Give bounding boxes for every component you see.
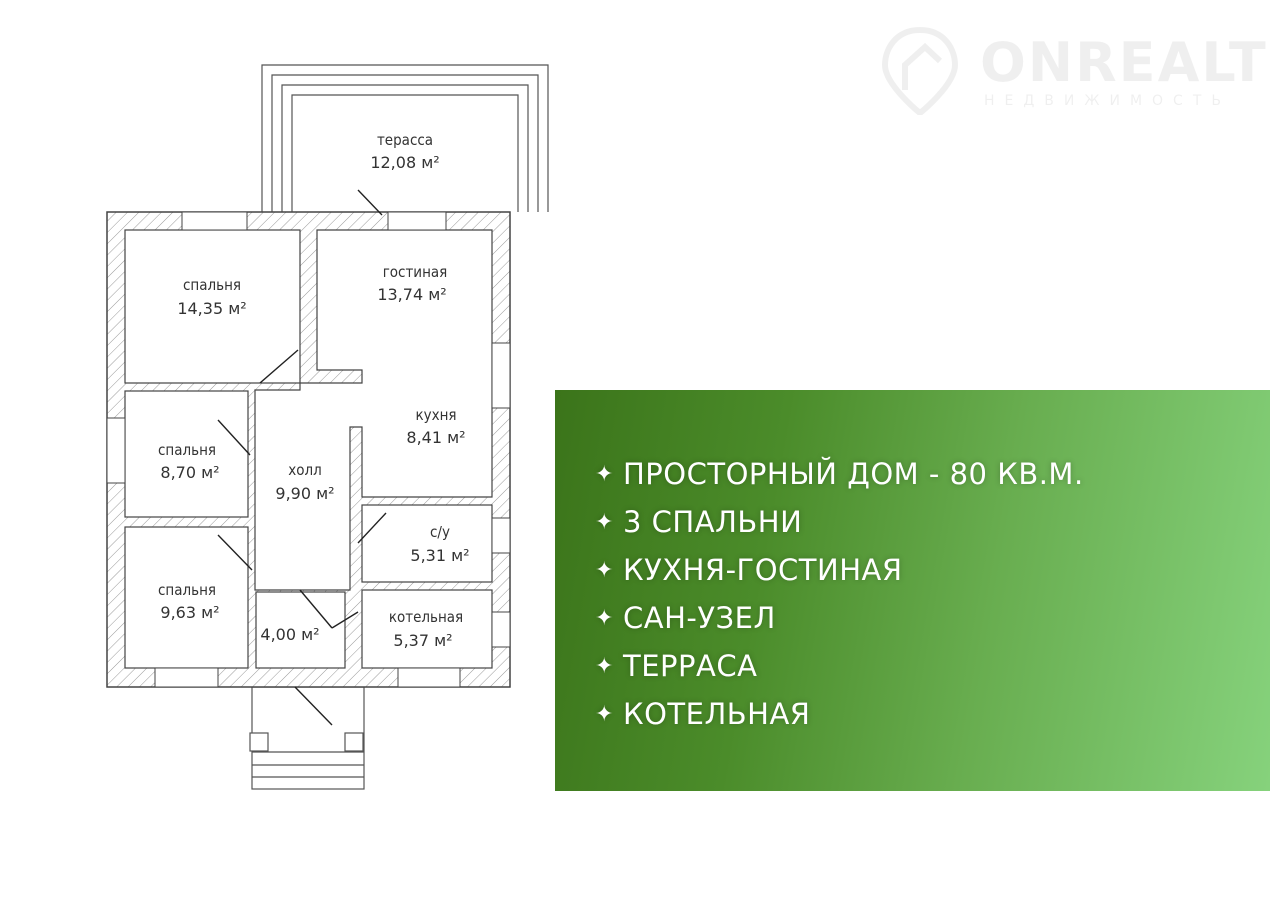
feature-text: 3 СПАЛЬНИ: [623, 505, 803, 539]
room-area-boiler: 5,37 м²: [393, 631, 452, 650]
room-label-bedroom-2: спальня: [158, 441, 216, 459]
star-icon: ✦: [595, 509, 614, 535]
floor-plan: терасса 12,08 м² спальня 14,35 м² гостин…: [106, 64, 549, 790]
terrace: [261, 64, 549, 212]
feature-item: ✦ КОТЕЛЬНАЯ: [595, 690, 1084, 738]
room-label-bedroom-3: спальня: [158, 581, 216, 599]
feature-item: ✦ ПРОСТОРНЫЙ ДОМ - 80 КВ.М.: [595, 450, 1084, 498]
features-list: ✦ ПРОСТОРНЫЙ ДОМ - 80 КВ.М. ✦ 3 СПАЛЬНИ ✦ К…: [595, 450, 1084, 738]
room-label-kitchen: кухня: [415, 406, 456, 424]
room-interiors: [124, 229, 493, 669]
feature-text: КУХНЯ-ГОСТИНАЯ: [623, 553, 903, 587]
feature-item: ✦ КУХНЯ-ГОСТИНАЯ: [595, 546, 1084, 594]
room-area-bedroom-1: 14,35 м²: [177, 299, 246, 318]
room-label-hall: холл: [288, 461, 322, 479]
room-area-terrace: 12,08 м²: [370, 153, 439, 172]
onrealt-logo: ONREALT НЕДВИЖИМОСТЬ: [880, 25, 1266, 115]
logo-name: ONREALT: [980, 31, 1268, 94]
room-area-kitchen: 8,41 м²: [406, 428, 465, 447]
room-area-bathroom: 5,31 м²: [410, 546, 469, 565]
feature-item: ✦ САН-УЗЕЛ: [595, 594, 1084, 642]
room-area-hall: 9,90 м²: [275, 484, 334, 503]
feature-text: ПРОСТОРНЫЙ ДОМ - 80 КВ.М.: [623, 457, 1084, 491]
star-icon: ✦: [595, 605, 614, 631]
room-label-bedroom-1: спальня: [183, 276, 241, 294]
star-icon: ✦: [595, 653, 614, 679]
room-label-terrace: терасса: [377, 131, 433, 149]
feature-text: ТЕРРАСА: [623, 649, 758, 683]
room-label-bathroom: с/у: [430, 523, 450, 541]
room-label-living: гостиная: [383, 263, 448, 281]
room-area-living: 13,74 м²: [377, 285, 446, 304]
house-pin-icon: [881, 26, 959, 115]
star-icon: ✦: [595, 461, 614, 487]
feature-text: КОТЕЛЬНАЯ: [623, 697, 811, 731]
logo-subtitle: НЕДВИЖИМОСТЬ: [984, 93, 1231, 109]
features-panel: ✦ ПРОСТОРНЫЙ ДОМ - 80 КВ.М. ✦ 3 СПАЛЬНИ ✦ К…: [555, 390, 1270, 791]
room-area-bedroom-3: 9,63 м²: [160, 603, 219, 622]
room-label-boiler: котельная: [389, 608, 463, 626]
room-area-bedroom-2: 8,70 м²: [160, 463, 219, 482]
star-icon: ✦: [595, 701, 614, 727]
porch: [249, 686, 365, 790]
star-icon: ✦: [595, 557, 614, 583]
room-area-vestibule: 4,00 м²: [260, 625, 319, 644]
windows: [106, 211, 511, 688]
feature-item: ✦ 3 СПАЛЬНИ: [595, 498, 1084, 546]
doors: [217, 189, 387, 726]
feature-text: САН-УЗЕЛ: [623, 601, 776, 635]
feature-item: ✦ ТЕРРАСА: [595, 642, 1084, 690]
